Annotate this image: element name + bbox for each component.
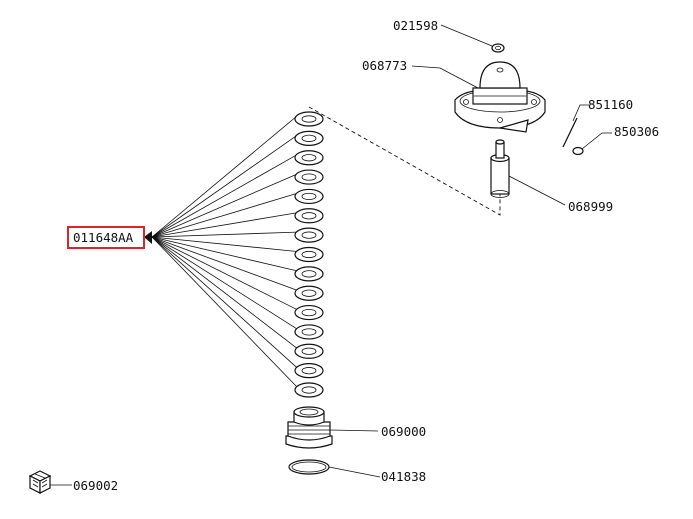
part-041838-oring[interactable] (288, 459, 330, 475)
washer-011648AA[interactable] (294, 382, 324, 398)
washer-leader-line (151, 236, 298, 388)
label-851160[interactable]: 851160 (588, 97, 633, 112)
washer-stack (294, 111, 324, 398)
leader-069000 (329, 429, 379, 432)
washer-011648AA[interactable] (294, 266, 324, 282)
leader-068999 (508, 175, 566, 206)
washer-leader-line (151, 236, 298, 330)
assembly-path-dashed (308, 106, 501, 216)
washer-leader-line (151, 173, 298, 238)
washer-011648AA[interactable] (294, 188, 324, 205)
washer-leader-line (151, 236, 298, 272)
washer-leader-line (151, 231, 298, 238)
leader-068773 (411, 65, 479, 89)
washer-011648AA[interactable] (294, 227, 324, 243)
washer-011648AA[interactable] (294, 324, 324, 340)
washer-leader-line (151, 212, 298, 238)
package-box-icon[interactable] (28, 470, 52, 494)
washer-leader-line (151, 236, 298, 368)
leader-041838 (328, 466, 381, 478)
label-068999[interactable]: 068999 (568, 199, 613, 214)
label-021598[interactable]: 021598 (393, 18, 438, 33)
label-069000[interactable]: 069000 (381, 424, 426, 439)
washer-011648AA[interactable] (294, 130, 324, 146)
label-011648AA[interactable]: 011648AA (73, 230, 134, 245)
washer-011648AA[interactable] (294, 304, 324, 321)
label-850306[interactable]: 850306 (614, 124, 659, 139)
washer-011648AA[interactable] (294, 150, 324, 166)
leader-851160 (572, 104, 590, 122)
washer-011648AA[interactable] (294, 285, 324, 301)
part-068773-housing[interactable] (454, 61, 546, 133)
washer-011648AA[interactable] (294, 363, 324, 379)
label-041838[interactable]: 041838 (381, 469, 426, 484)
washer-leader-line (151, 236, 298, 252)
washer-011648AA[interactable] (294, 343, 324, 359)
leader-021598 (440, 24, 493, 47)
washer-011648AA[interactable] (294, 246, 324, 263)
washer-leader-line (151, 236, 298, 291)
part-069000-cap[interactable] (285, 406, 333, 449)
washer-011648AA[interactable] (294, 169, 324, 185)
washer-leader-line (151, 115, 298, 238)
washer-leader-line (151, 135, 298, 238)
part-851160-screw[interactable] (562, 117, 578, 148)
label-069002[interactable]: 069002 (73, 478, 118, 493)
fan-origin-arrow (144, 231, 152, 244)
washer-leader-line (151, 154, 298, 238)
leader-850306 (581, 132, 612, 150)
washer-011648AA[interactable] (294, 208, 324, 224)
washer-leader-line (151, 236, 298, 349)
part-850306-washer[interactable] (572, 146, 584, 156)
washer-leader-fan (151, 115, 298, 388)
washer-011648AA[interactable] (294, 111, 324, 127)
label-068773[interactable]: 068773 (362, 58, 407, 73)
part-021598-nut[interactable] (491, 43, 505, 53)
washer-leader-line (151, 193, 298, 238)
highlight-box-011648AA (67, 226, 145, 249)
part-068999-pin[interactable] (490, 139, 510, 198)
washer-leader-line (151, 236, 298, 310)
